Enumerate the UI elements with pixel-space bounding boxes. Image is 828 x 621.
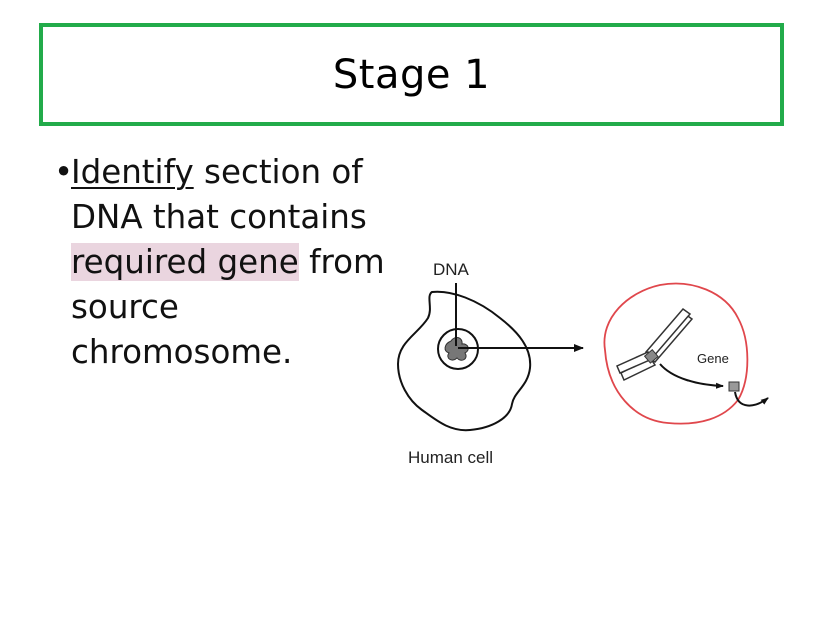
gene-exit-arrow [734,391,769,407]
bullet-text-part-2: from source chromosome. [71,243,385,371]
gene-pointer-arrow [659,363,724,389]
bullet-highlighted-text: required gene [71,243,299,281]
bullet-marker: • [54,153,74,191]
slide-title: Stage 1 [332,51,491,98]
gene-segment [728,381,740,392]
bullet-list: • Identify section of DNA that contains … [54,150,394,375]
bullet-text-part-1: section of DNA that contains [71,153,367,236]
bullet-underlined-word: Identify [71,153,194,191]
bullet-item: • Identify section of DNA that contains … [54,150,394,375]
human-cell-outline [396,290,532,432]
chromatin [444,336,469,361]
chromosome [616,307,694,382]
gene-label: Gene [697,351,729,366]
title-box: Stage 1 [39,23,784,126]
human-cell-label: Human cell [408,448,493,467]
dna-label: DNA [433,260,470,279]
chromosome-circle-outline [603,282,749,425]
bullet-text: Identify section of DNA that contains re… [71,150,394,375]
